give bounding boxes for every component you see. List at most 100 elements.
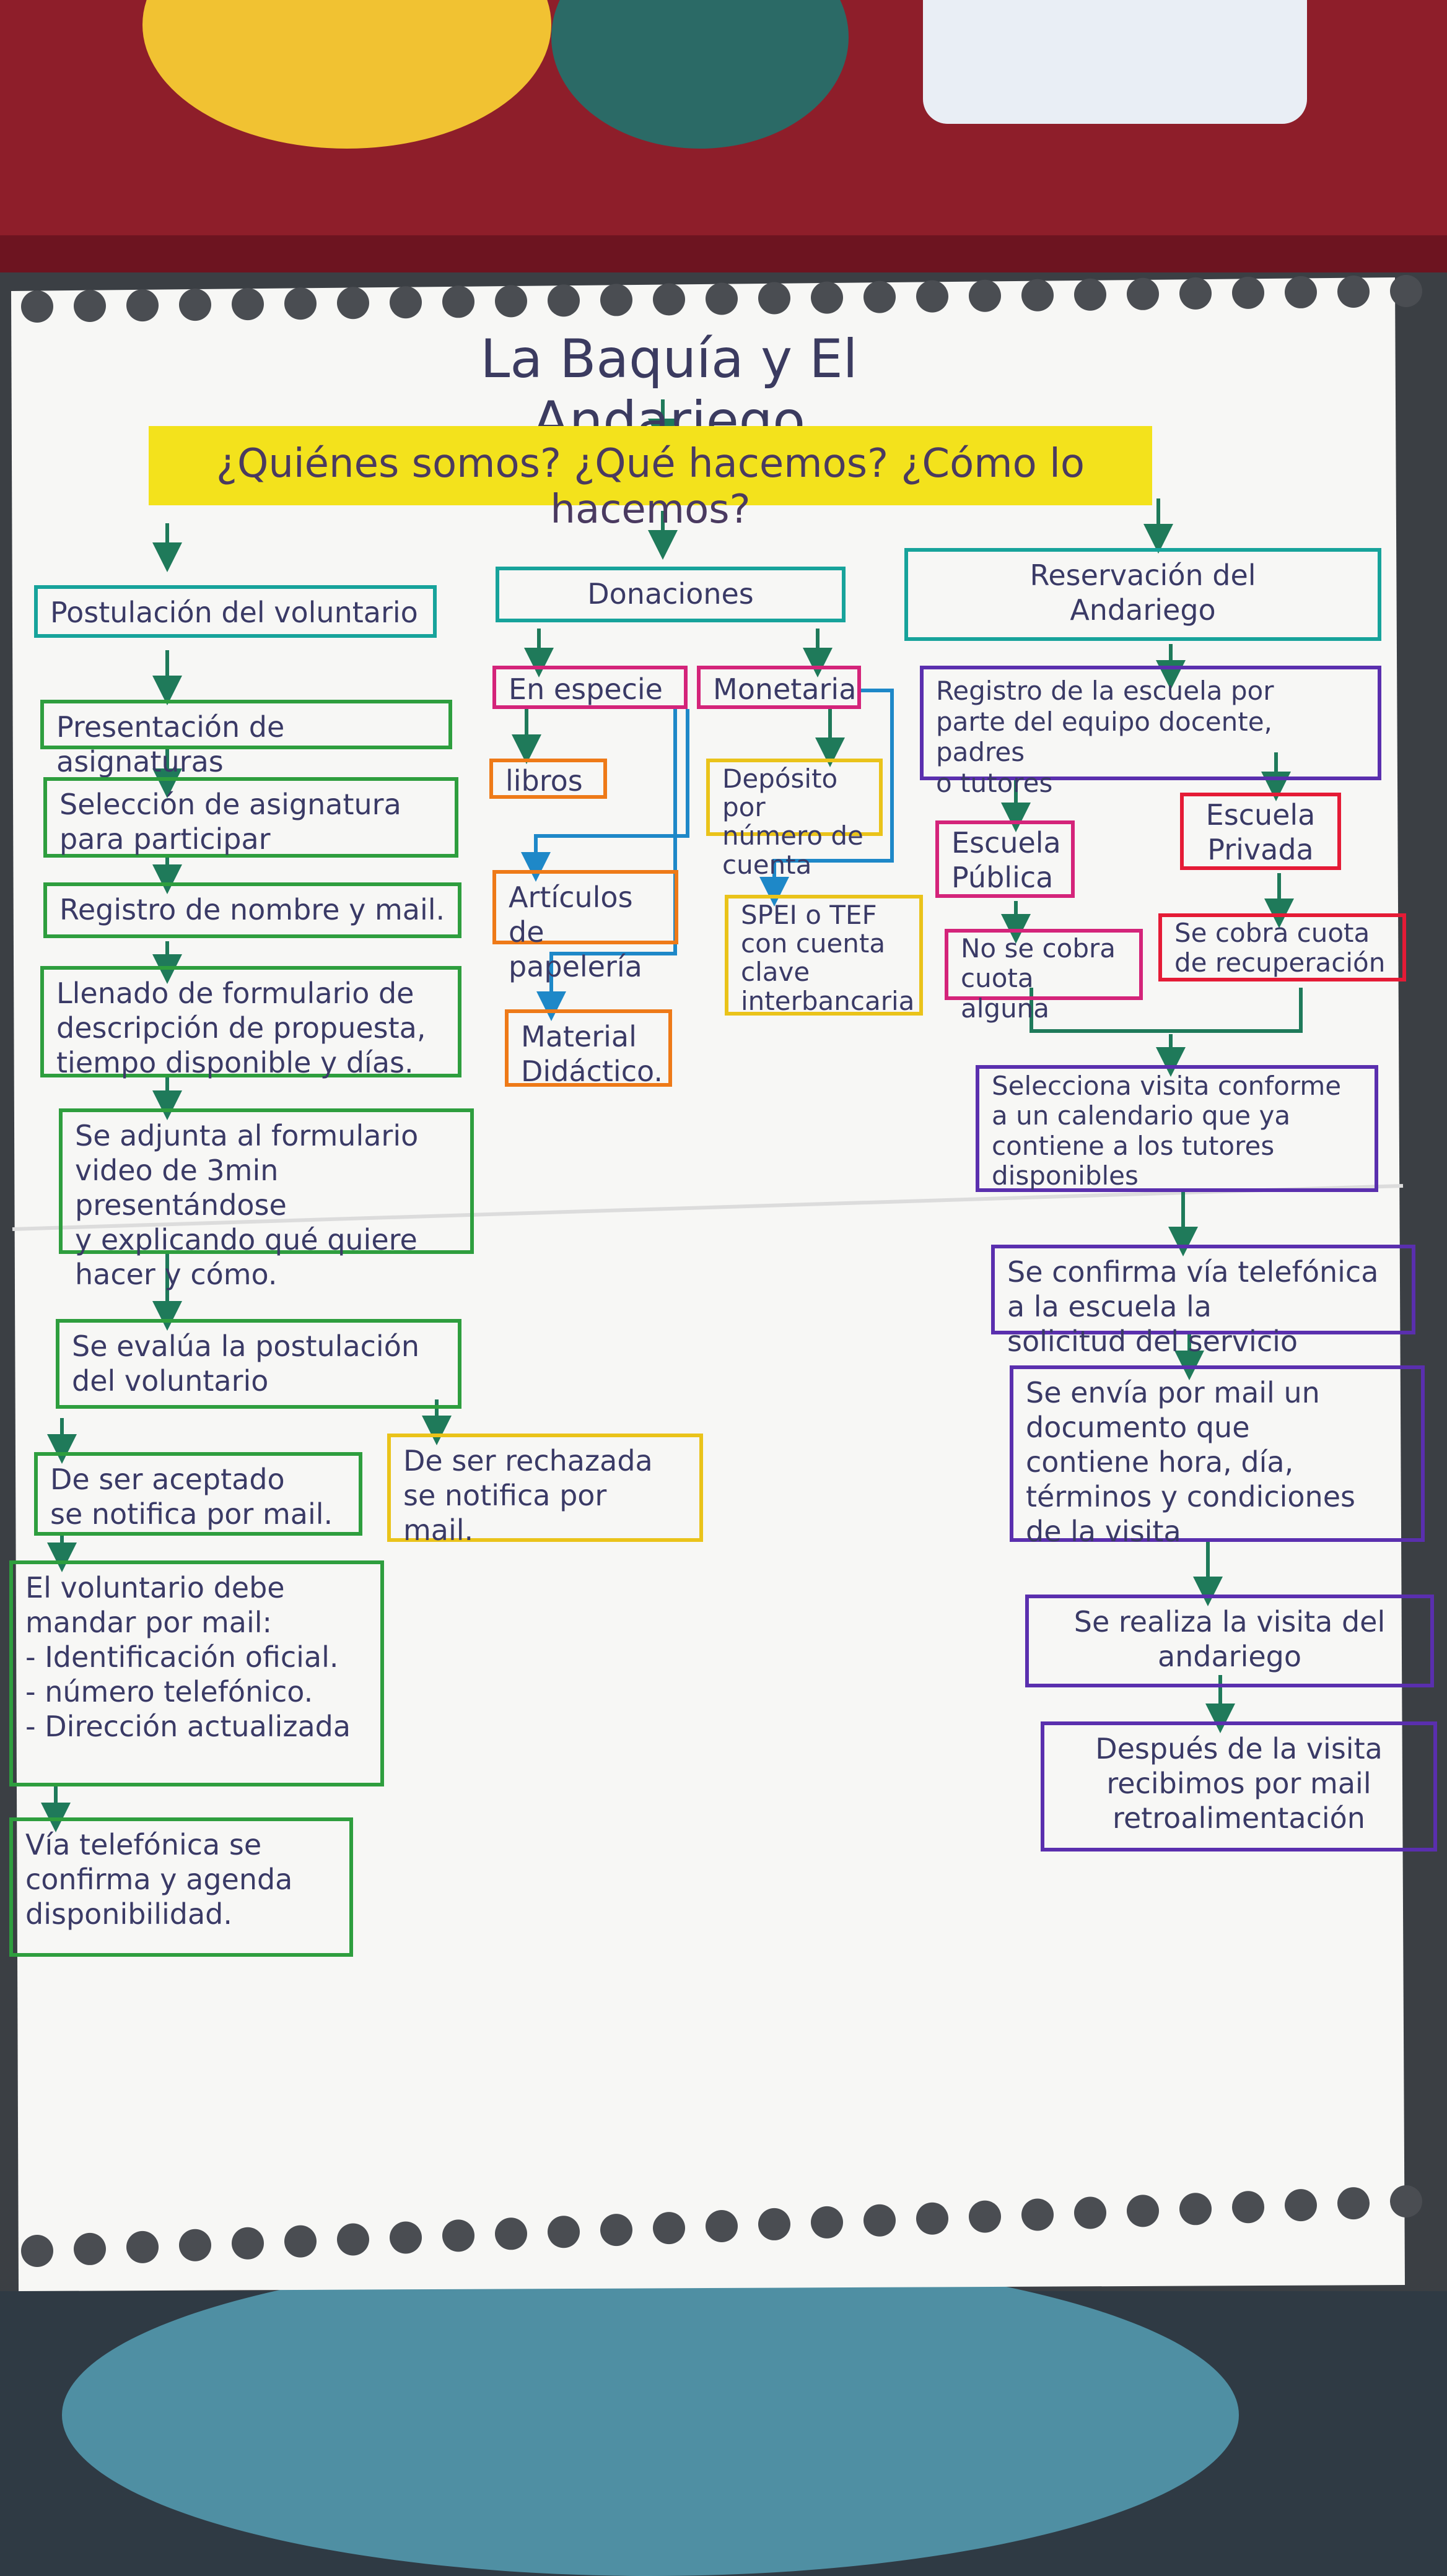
reservation-calendar: Selecciona visita conforme a un calendar… — [976, 1065, 1378, 1192]
binding-hole — [548, 2216, 580, 2248]
binding-hole — [284, 2225, 317, 2258]
binding-hole — [495, 285, 527, 318]
binding-hole — [916, 2202, 948, 2235]
donations-header: Donaciones — [496, 567, 846, 622]
binding-hole — [390, 2221, 422, 2254]
binding-hole — [232, 288, 264, 321]
binding-hole — [232, 2227, 264, 2260]
reservation-recovery-fee: Se cobra cuota de recuperación — [1158, 913, 1406, 981]
volunteer-step-register: Registro de nombre y mail. — [43, 882, 461, 938]
binding-hole — [1074, 278, 1106, 311]
binding-hole — [706, 282, 738, 315]
reservation-register: Registro de la escuela por parte del equ… — [920, 666, 1381, 798]
volunteer-step-subjects: Presentación de asignaturas — [40, 700, 452, 778]
binding-hole — [969, 2200, 1001, 2233]
notebook-page — [11, 277, 1405, 2291]
binding-hole — [337, 287, 369, 320]
folder-edge — [0, 235, 1447, 272]
binding-holes-top — [21, 275, 1422, 323]
binding-hole — [653, 283, 685, 316]
binding-hole — [706, 2210, 738, 2242]
binding-hole — [1127, 277, 1159, 310]
binding-hole — [1337, 2187, 1370, 2220]
reservation-no-fee: No se cobra cuota alguna — [945, 929, 1143, 1023]
reservation-feedback: Después de la visita recibimos por mail … — [1041, 1721, 1437, 1852]
binding-hole — [811, 2206, 843, 2239]
volunteer-header: Postulación del voluntario — [34, 585, 437, 638]
binding-hole — [758, 2208, 790, 2240]
reservation-phone-confirm: Se confirma vía telefónica a la escuela … — [991, 1245, 1415, 1358]
volunteer-step-form: Llenado de formulario de descripción de … — [40, 966, 461, 1079]
donations-deposit: Depósito por número de cuenta — [706, 759, 883, 879]
binding-hole — [442, 285, 474, 318]
badge-sticker — [923, 0, 1307, 124]
reservation-private-school: Escuela Privada — [1180, 793, 1341, 870]
binding-hole — [74, 290, 106, 323]
binding-hole — [390, 286, 422, 319]
arrow-stationery — [521, 709, 689, 882]
volunteer-step-select: Selección de asignatura para participar — [43, 777, 458, 858]
donations-monetary: Monetaria — [697, 666, 861, 709]
binding-hole — [1179, 277, 1212, 310]
arrow-spei — [759, 689, 894, 907]
binding-hole — [21, 2235, 53, 2267]
binding-hole — [969, 279, 1001, 312]
question-highlight: ¿Quiénes somos? ¿Qué hacemos? ¿Cómo lo h… — [149, 426, 1152, 533]
volunteer-accepted: De ser aceptado se notifica por mail. — [34, 1452, 362, 1536]
yellow-sticker — [142, 0, 551, 149]
volunteer-rejected: De ser rechazada se notifica por mail. — [387, 1434, 703, 1547]
binding-hole — [1074, 2196, 1106, 2229]
binding-hole — [126, 2230, 159, 2263]
donations-teaching-material: Material Didáctico. — [505, 1009, 672, 1088]
binding-hole — [600, 284, 632, 316]
binding-hole — [1021, 2198, 1054, 2231]
donations-books: libros — [489, 759, 607, 799]
binding-hole — [179, 289, 211, 321]
volunteer-step-video: Se adjunta al formulario video de 3min p… — [59, 1108, 474, 1291]
binding-hole — [337, 2223, 369, 2256]
character-sticker — [551, 0, 849, 149]
arrow-teaching — [536, 709, 677, 1021]
reservation-document: Se envía por mail un documento que conti… — [1010, 1365, 1425, 1548]
page-fold — [12, 1184, 1404, 1231]
binding-hole — [1179, 2193, 1212, 2226]
binding-hole — [1285, 2189, 1317, 2222]
binding-hole — [1390, 2185, 1422, 2217]
merge-bracket — [1030, 988, 1303, 1033]
binding-hole — [1232, 276, 1264, 309]
binding-hole — [863, 281, 896, 313]
volunteer-evaluation: Se evalúa la postulación del voluntario — [56, 1319, 461, 1409]
binding-hole — [284, 287, 317, 320]
reservation-header: Reservación del Andariego — [904, 548, 1381, 641]
binding-hole — [1021, 279, 1054, 311]
volunteer-confirm: Vía telefónica se confirma y agenda disp… — [9, 1817, 353, 1957]
donations-stationery: Artículos de papelería — [492, 870, 678, 983]
binding-hole — [179, 2229, 211, 2261]
binding-hole — [442, 2219, 474, 2252]
binding-hole — [1285, 276, 1317, 308]
binding-hole — [1232, 2191, 1264, 2224]
binding-hole — [916, 280, 948, 313]
binding-hole — [1127, 2195, 1159, 2227]
binding-hole — [863, 2204, 896, 2237]
binding-hole — [1337, 275, 1370, 308]
reservation-visit: Se realiza la visita del andariego — [1025, 1595, 1434, 1687]
donations-spei: SPEI o TEF con cuenta clave interbancari… — [725, 895, 923, 1016]
binding-hole — [1390, 275, 1422, 307]
binding-hole — [653, 2212, 685, 2245]
binding-hole — [600, 2214, 632, 2247]
binding-hole — [74, 2232, 106, 2265]
binding-hole — [811, 281, 843, 314]
binding-hole — [495, 2217, 527, 2250]
volunteer-requirements: El voluntario debe mandar por mail: - Id… — [9, 1560, 384, 1786]
reservation-public-school: Escuela Pública — [935, 820, 1075, 898]
blue-fabric — [62, 2254, 1239, 2576]
binding-holes-bottom — [21, 2185, 1422, 2267]
binding-hole — [548, 284, 580, 317]
binding-hole — [126, 289, 159, 322]
donations-in-kind: En especie — [492, 666, 688, 709]
binding-hole — [758, 282, 790, 315]
